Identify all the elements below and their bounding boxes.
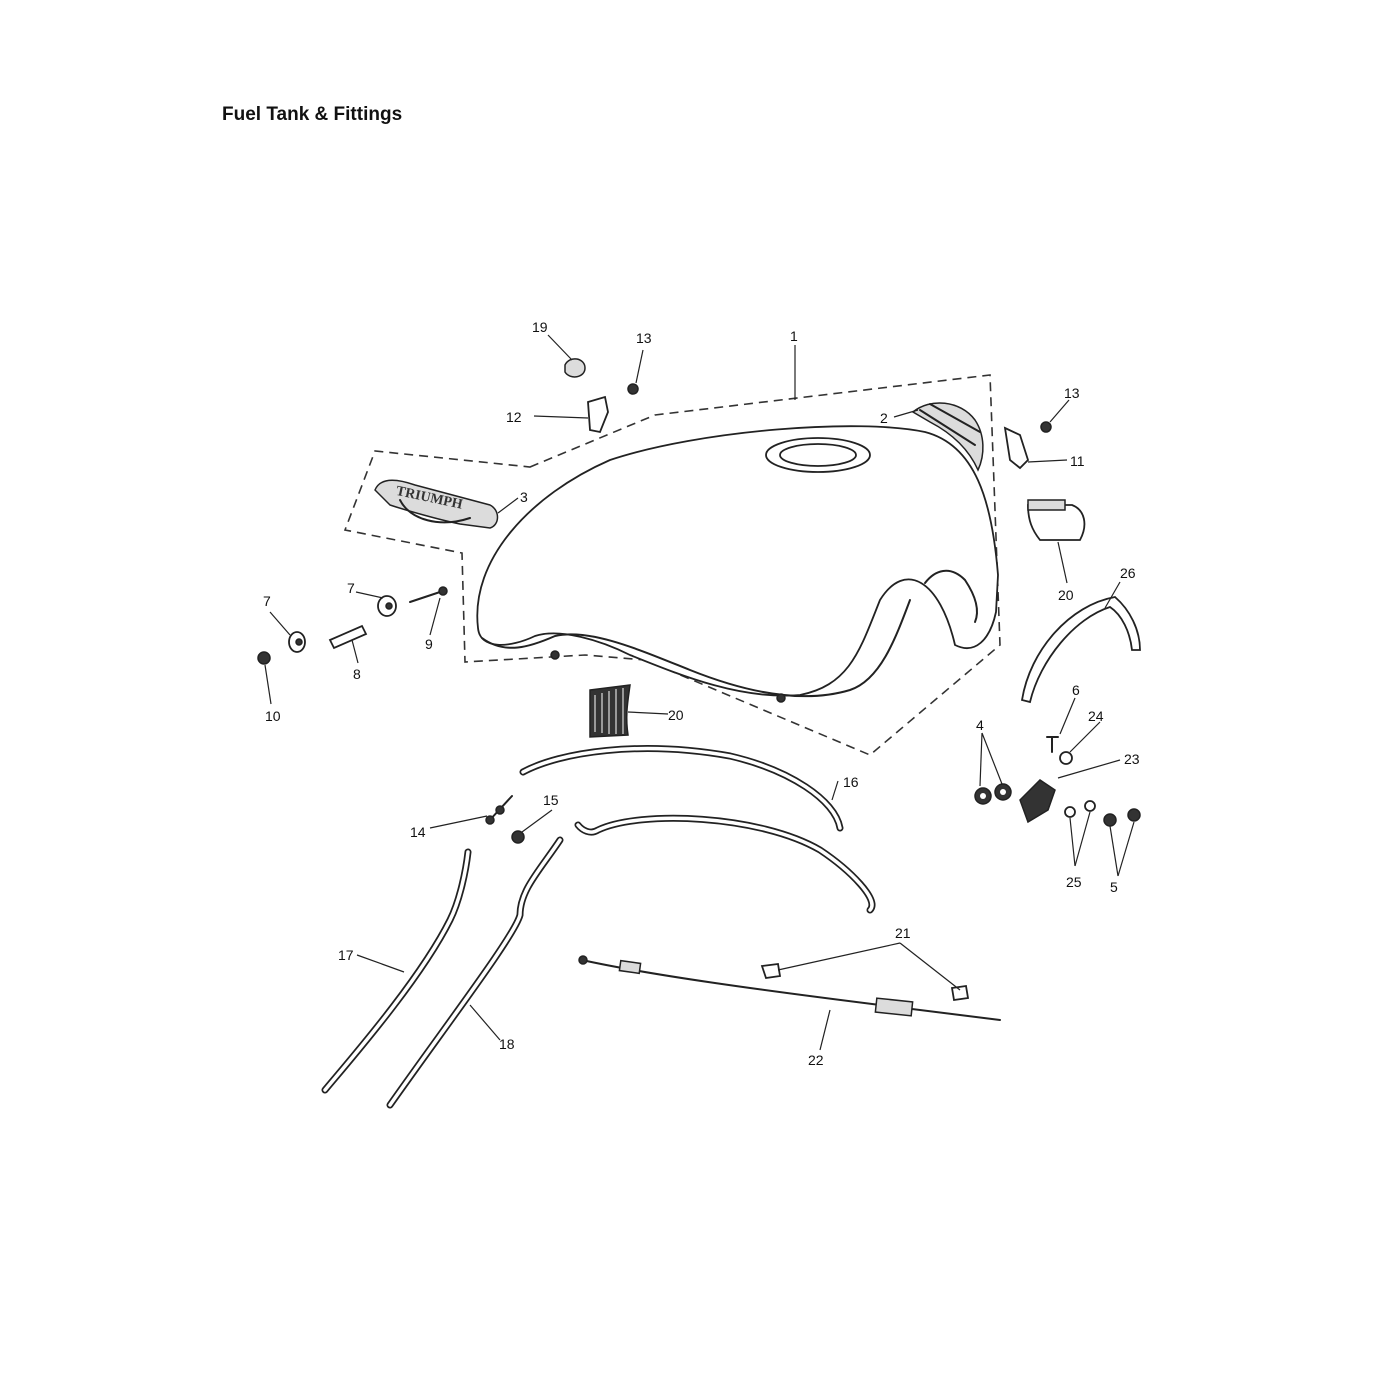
rubber-pad-icon <box>911 402 984 472</box>
callout-5: 5 <box>1110 879 1118 895</box>
callout-2: 2 <box>880 410 888 426</box>
callout-20-right: 20 <box>1058 587 1074 603</box>
callout-17: 17 <box>338 947 354 963</box>
callout-11: 11 <box>1070 453 1085 469</box>
callout-8: 8 <box>353 666 361 682</box>
callout-19: 19 <box>532 319 548 335</box>
bracket-icon <box>1003 426 1030 470</box>
bolt-icon <box>1046 736 1059 753</box>
callout-20-front: 20 <box>668 707 684 723</box>
rubber-pad-icon <box>1027 499 1086 541</box>
nut-icon <box>974 783 1012 805</box>
callout-26: 26 <box>1120 565 1136 581</box>
washer-icon <box>1064 800 1096 818</box>
callout-25: 25 <box>1066 874 1082 890</box>
page-title: Fuel Tank & Fittings <box>222 104 403 125</box>
nut-icon <box>1040 421 1052 433</box>
callout-1: 1 <box>790 328 798 344</box>
fuel-tank-icon <box>476 425 999 703</box>
callout-12: 12 <box>506 409 522 425</box>
nut-icon <box>511 830 525 844</box>
callout-21: 21 <box>895 925 911 941</box>
bracket-icon <box>1019 779 1056 824</box>
clip-icon <box>950 984 970 1002</box>
rubber-strip-icon <box>1020 596 1141 704</box>
nut-icon <box>257 651 271 665</box>
callout-6: 6 <box>1072 682 1080 698</box>
clip-icon <box>760 962 782 979</box>
washer-icon <box>288 631 306 653</box>
callout-10: 10 <box>265 708 281 724</box>
leader-lines <box>264 334 1135 1051</box>
callout-13-left: 13 <box>636 330 652 346</box>
callout-7-right: 7 <box>347 580 355 596</box>
callout-18: 18 <box>499 1036 515 1052</box>
clip-icon <box>564 358 586 378</box>
callout-15: 15 <box>543 792 559 808</box>
callout-16: 16 <box>843 774 859 790</box>
callout-13-right: 13 <box>1064 385 1080 401</box>
callout-4: 4 <box>976 717 984 733</box>
bolt-icon <box>409 586 448 603</box>
nut-icon <box>627 383 639 395</box>
spacer-tube-icon <box>328 624 368 650</box>
washer-icon <box>377 595 397 617</box>
cable-icon <box>578 955 1001 1021</box>
nut-icon <box>1103 808 1141 827</box>
callout-24: 24 <box>1088 708 1104 724</box>
assembly-boundary <box>343 374 1001 756</box>
callout-23: 23 <box>1124 751 1140 767</box>
badge-icon: TRIUMPH <box>374 479 499 529</box>
callout-22: 22 <box>808 1052 824 1068</box>
callout-14: 14 <box>410 824 426 840</box>
rubber-pad-icon <box>589 684 631 738</box>
callout-7-left: 7 <box>263 593 271 609</box>
hose-icon <box>321 848 472 1094</box>
fuel-tap-icon <box>485 795 513 825</box>
bracket-icon <box>587 395 609 434</box>
washer-icon <box>1059 751 1073 765</box>
callout-3: 3 <box>520 489 528 505</box>
callout-9: 9 <box>425 636 433 652</box>
